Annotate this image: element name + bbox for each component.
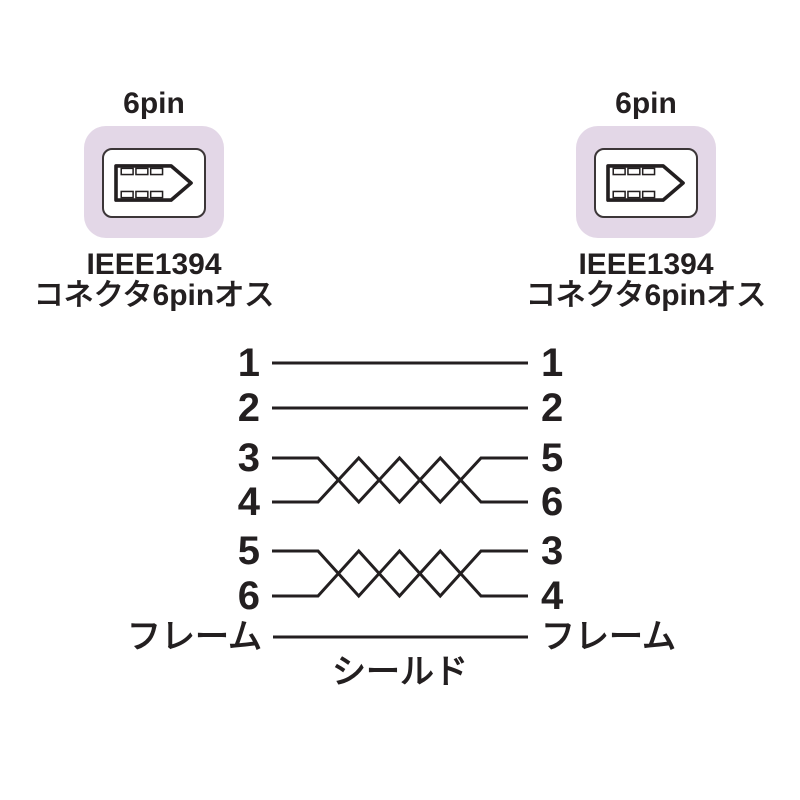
left-pin-label-6: 6 [237, 574, 260, 618]
connector-type-left-line1: IEEE1394 [86, 248, 222, 281]
right-pin-label-1: 1 [541, 341, 564, 385]
right-pin-label-6: 6 [541, 480, 564, 524]
firewire-6pin-connector-icon [114, 164, 193, 202]
firewire-6pin-connector-icon [606, 164, 685, 202]
connector-type-right-line2: コネクタ6pinオス [525, 279, 767, 312]
connector-badge-left [84, 126, 224, 238]
right-pin-label-5: 5 [541, 436, 564, 480]
connector-panel-left: 6pin IEEE1394 コネクタ6pinオス [34, 0, 274, 320]
right-pin-label-2: 2 [541, 386, 564, 430]
connector-badge-right [576, 126, 716, 238]
connector-type-right-line1: IEEE1394 [578, 248, 714, 281]
left-pin-label-1: 1 [237, 341, 260, 385]
left-pin-label-2: 2 [237, 386, 260, 430]
twisted-wire-6-to-4 [272, 548, 528, 599]
right-pin-label-4: 4 [541, 574, 564, 618]
frame-label-right: フレーム [541, 618, 676, 656]
connector-port-left [102, 148, 206, 218]
frame-label-left: フレーム [127, 618, 262, 656]
pin-count-label-left: 6pin [123, 87, 185, 120]
twisted-wire-3-to-5 [272, 455, 528, 505]
shield-label: シールド [332, 653, 468, 691]
wiring-diagram [272, 361, 528, 639]
left-pin-label-4: 4 [237, 480, 260, 524]
connector-type-left-line2: コネクタ6pinオス [33, 279, 275, 312]
left-pin-label-5: 5 [237, 529, 260, 573]
left-pin-label-3: 3 [237, 436, 260, 480]
twisted-wire-5-to-3 [272, 548, 528, 599]
twisted-wire-4-to-6 [272, 455, 528, 505]
connector-panel-right: 6pin IEEE1394 コネクタ6pinオス [526, 0, 766, 320]
right-pin-label-3: 3 [541, 529, 564, 573]
connector-port-right [594, 148, 698, 218]
pin-count-label-right: 6pin [615, 87, 677, 120]
